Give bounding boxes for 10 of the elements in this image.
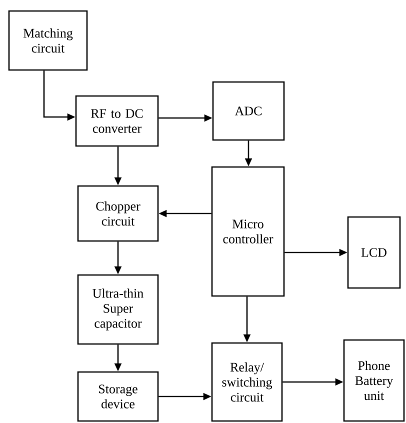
block-box: Relay/ switching circuit bbox=[211, 342, 283, 422]
block-box: Matching circuit bbox=[8, 10, 88, 71]
block-box: Chopper circuit bbox=[77, 185, 159, 242]
block-box: Ultra-thin Super capacitor bbox=[77, 274, 159, 345]
block-box: Storage device bbox=[77, 371, 159, 422]
block-box: LCD bbox=[347, 216, 401, 289]
block-box: RF to DC converter bbox=[75, 95, 159, 147]
block-box: Micro controller bbox=[211, 166, 285, 297]
block-box: ADC bbox=[212, 81, 285, 141]
block-box: Phone Battery unit bbox=[343, 339, 405, 422]
